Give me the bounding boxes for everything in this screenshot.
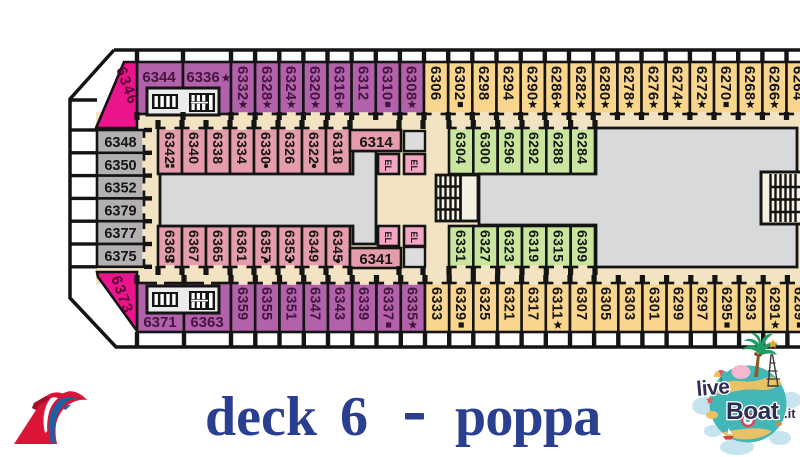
svg-text:6365: 6365 xyxy=(210,230,226,262)
svg-text:6334: 6334 xyxy=(234,132,250,164)
svg-text:6300: 6300 xyxy=(477,132,493,164)
svg-text:6264: 6264 xyxy=(789,66,800,101)
svg-text:6351: 6351 xyxy=(282,287,298,320)
svg-text:6297: 6297 xyxy=(694,287,710,320)
svg-text:Boat: Boat xyxy=(726,398,779,425)
svg-text:6282: 6282 xyxy=(572,66,589,101)
svg-text:6294: 6294 xyxy=(499,66,516,101)
svg-text:6324: 6324 xyxy=(282,66,299,101)
svg-text:6310: 6310 xyxy=(379,66,396,101)
svg-text:6322: 6322 xyxy=(306,132,322,164)
svg-text:6320: 6320 xyxy=(306,66,323,101)
svg-text:6295: 6295 xyxy=(718,287,734,320)
svg-text:6292: 6292 xyxy=(526,132,542,164)
svg-text:6328: 6328 xyxy=(258,66,275,101)
svg-text:6303: 6303 xyxy=(621,287,637,320)
svg-text:6329: 6329 xyxy=(452,287,468,320)
svg-text:6341: 6341 xyxy=(359,251,392,268)
svg-text:6345: 6345 xyxy=(330,230,346,262)
svg-text:6280: 6280 xyxy=(596,66,613,101)
svg-text:6309: 6309 xyxy=(575,230,591,262)
svg-text:6307: 6307 xyxy=(573,287,589,320)
svg-text:6342: 6342 xyxy=(162,132,178,164)
svg-text:6314: 6314 xyxy=(359,134,393,151)
svg-text:6316: 6316 xyxy=(330,66,347,101)
svg-text:6311: 6311 xyxy=(549,287,565,320)
svg-text:6326: 6326 xyxy=(282,132,298,164)
svg-text:6355: 6355 xyxy=(258,287,274,320)
svg-text:6349: 6349 xyxy=(306,230,322,262)
svg-text:6325: 6325 xyxy=(476,287,492,320)
svg-text:6338: 6338 xyxy=(210,132,226,164)
svg-text:6323: 6323 xyxy=(502,230,518,262)
svg-text:6335: 6335 xyxy=(404,287,420,320)
svg-text:6353: 6353 xyxy=(282,230,298,262)
svg-text:EL: EL xyxy=(383,160,393,172)
svg-text:6306: 6306 xyxy=(427,66,444,101)
svg-text:6359: 6359 xyxy=(234,287,250,320)
svg-text:6348: 6348 xyxy=(104,135,136,151)
svg-text:6284: 6284 xyxy=(575,132,591,164)
svg-text:6288: 6288 xyxy=(550,132,566,164)
svg-text:6332: 6332 xyxy=(234,66,251,101)
svg-text:EL: EL xyxy=(383,232,393,244)
svg-text:6352: 6352 xyxy=(104,181,136,197)
svg-text:EL: EL xyxy=(409,232,419,244)
svg-text:6327: 6327 xyxy=(477,230,493,262)
svg-text:6304: 6304 xyxy=(453,132,469,164)
svg-text:6291: 6291 xyxy=(766,287,782,320)
svg-text:6336: 6336 xyxy=(186,69,219,86)
svg-text:6330: 6330 xyxy=(258,132,274,164)
svg-text:6377: 6377 xyxy=(104,226,136,242)
svg-text:6270: 6270 xyxy=(717,66,734,101)
svg-text:6371: 6371 xyxy=(143,314,176,331)
svg-text:6290: 6290 xyxy=(524,66,541,101)
svg-text:6357: 6357 xyxy=(258,230,274,262)
svg-text:6298: 6298 xyxy=(475,66,492,101)
svg-text:6361: 6361 xyxy=(234,230,250,262)
svg-text:EL: EL xyxy=(409,160,419,172)
svg-text:live: live xyxy=(695,375,730,401)
svg-text:6272: 6272 xyxy=(693,66,710,101)
svg-text:6278: 6278 xyxy=(620,66,637,101)
svg-text:6369: 6369 xyxy=(162,230,178,262)
svg-text:6337: 6337 xyxy=(379,287,395,320)
svg-text:6289: 6289 xyxy=(790,287,800,320)
svg-text:6340: 6340 xyxy=(186,132,202,164)
svg-text:6318: 6318 xyxy=(330,132,346,164)
svg-text:6367: 6367 xyxy=(186,230,202,262)
svg-text:6343: 6343 xyxy=(331,287,347,320)
svg-text:.it: .it xyxy=(784,406,796,421)
svg-text:6331: 6331 xyxy=(453,230,469,262)
svg-text:6308: 6308 xyxy=(403,66,420,101)
svg-text:6363: 6363 xyxy=(190,314,223,331)
svg-text:6315: 6315 xyxy=(550,230,566,262)
svg-text:6302: 6302 xyxy=(451,66,468,101)
svg-text:6301: 6301 xyxy=(645,287,661,320)
svg-text:6296: 6296 xyxy=(502,132,518,164)
svg-text:6312: 6312 xyxy=(355,66,372,101)
svg-text:6319: 6319 xyxy=(526,230,542,262)
svg-text:6268: 6268 xyxy=(741,66,758,101)
svg-text:6317: 6317 xyxy=(525,287,541,320)
svg-text:6274: 6274 xyxy=(669,66,686,101)
svg-text:6333: 6333 xyxy=(428,287,444,320)
svg-text:6286: 6286 xyxy=(548,66,565,101)
svg-text:6299: 6299 xyxy=(670,287,686,320)
svg-text:6344: 6344 xyxy=(142,69,176,86)
svg-text:6350: 6350 xyxy=(104,158,136,174)
svg-text:6321: 6321 xyxy=(500,287,516,320)
svg-text:6347: 6347 xyxy=(307,287,323,320)
svg-text:6379: 6379 xyxy=(104,203,136,219)
svg-text:6276: 6276 xyxy=(644,66,661,101)
svg-text:6375: 6375 xyxy=(104,249,136,265)
svg-text:6293: 6293 xyxy=(742,287,758,320)
svg-text:6266: 6266 xyxy=(765,66,782,101)
svg-text:6305: 6305 xyxy=(597,287,613,320)
svg-text:6339: 6339 xyxy=(355,287,371,320)
